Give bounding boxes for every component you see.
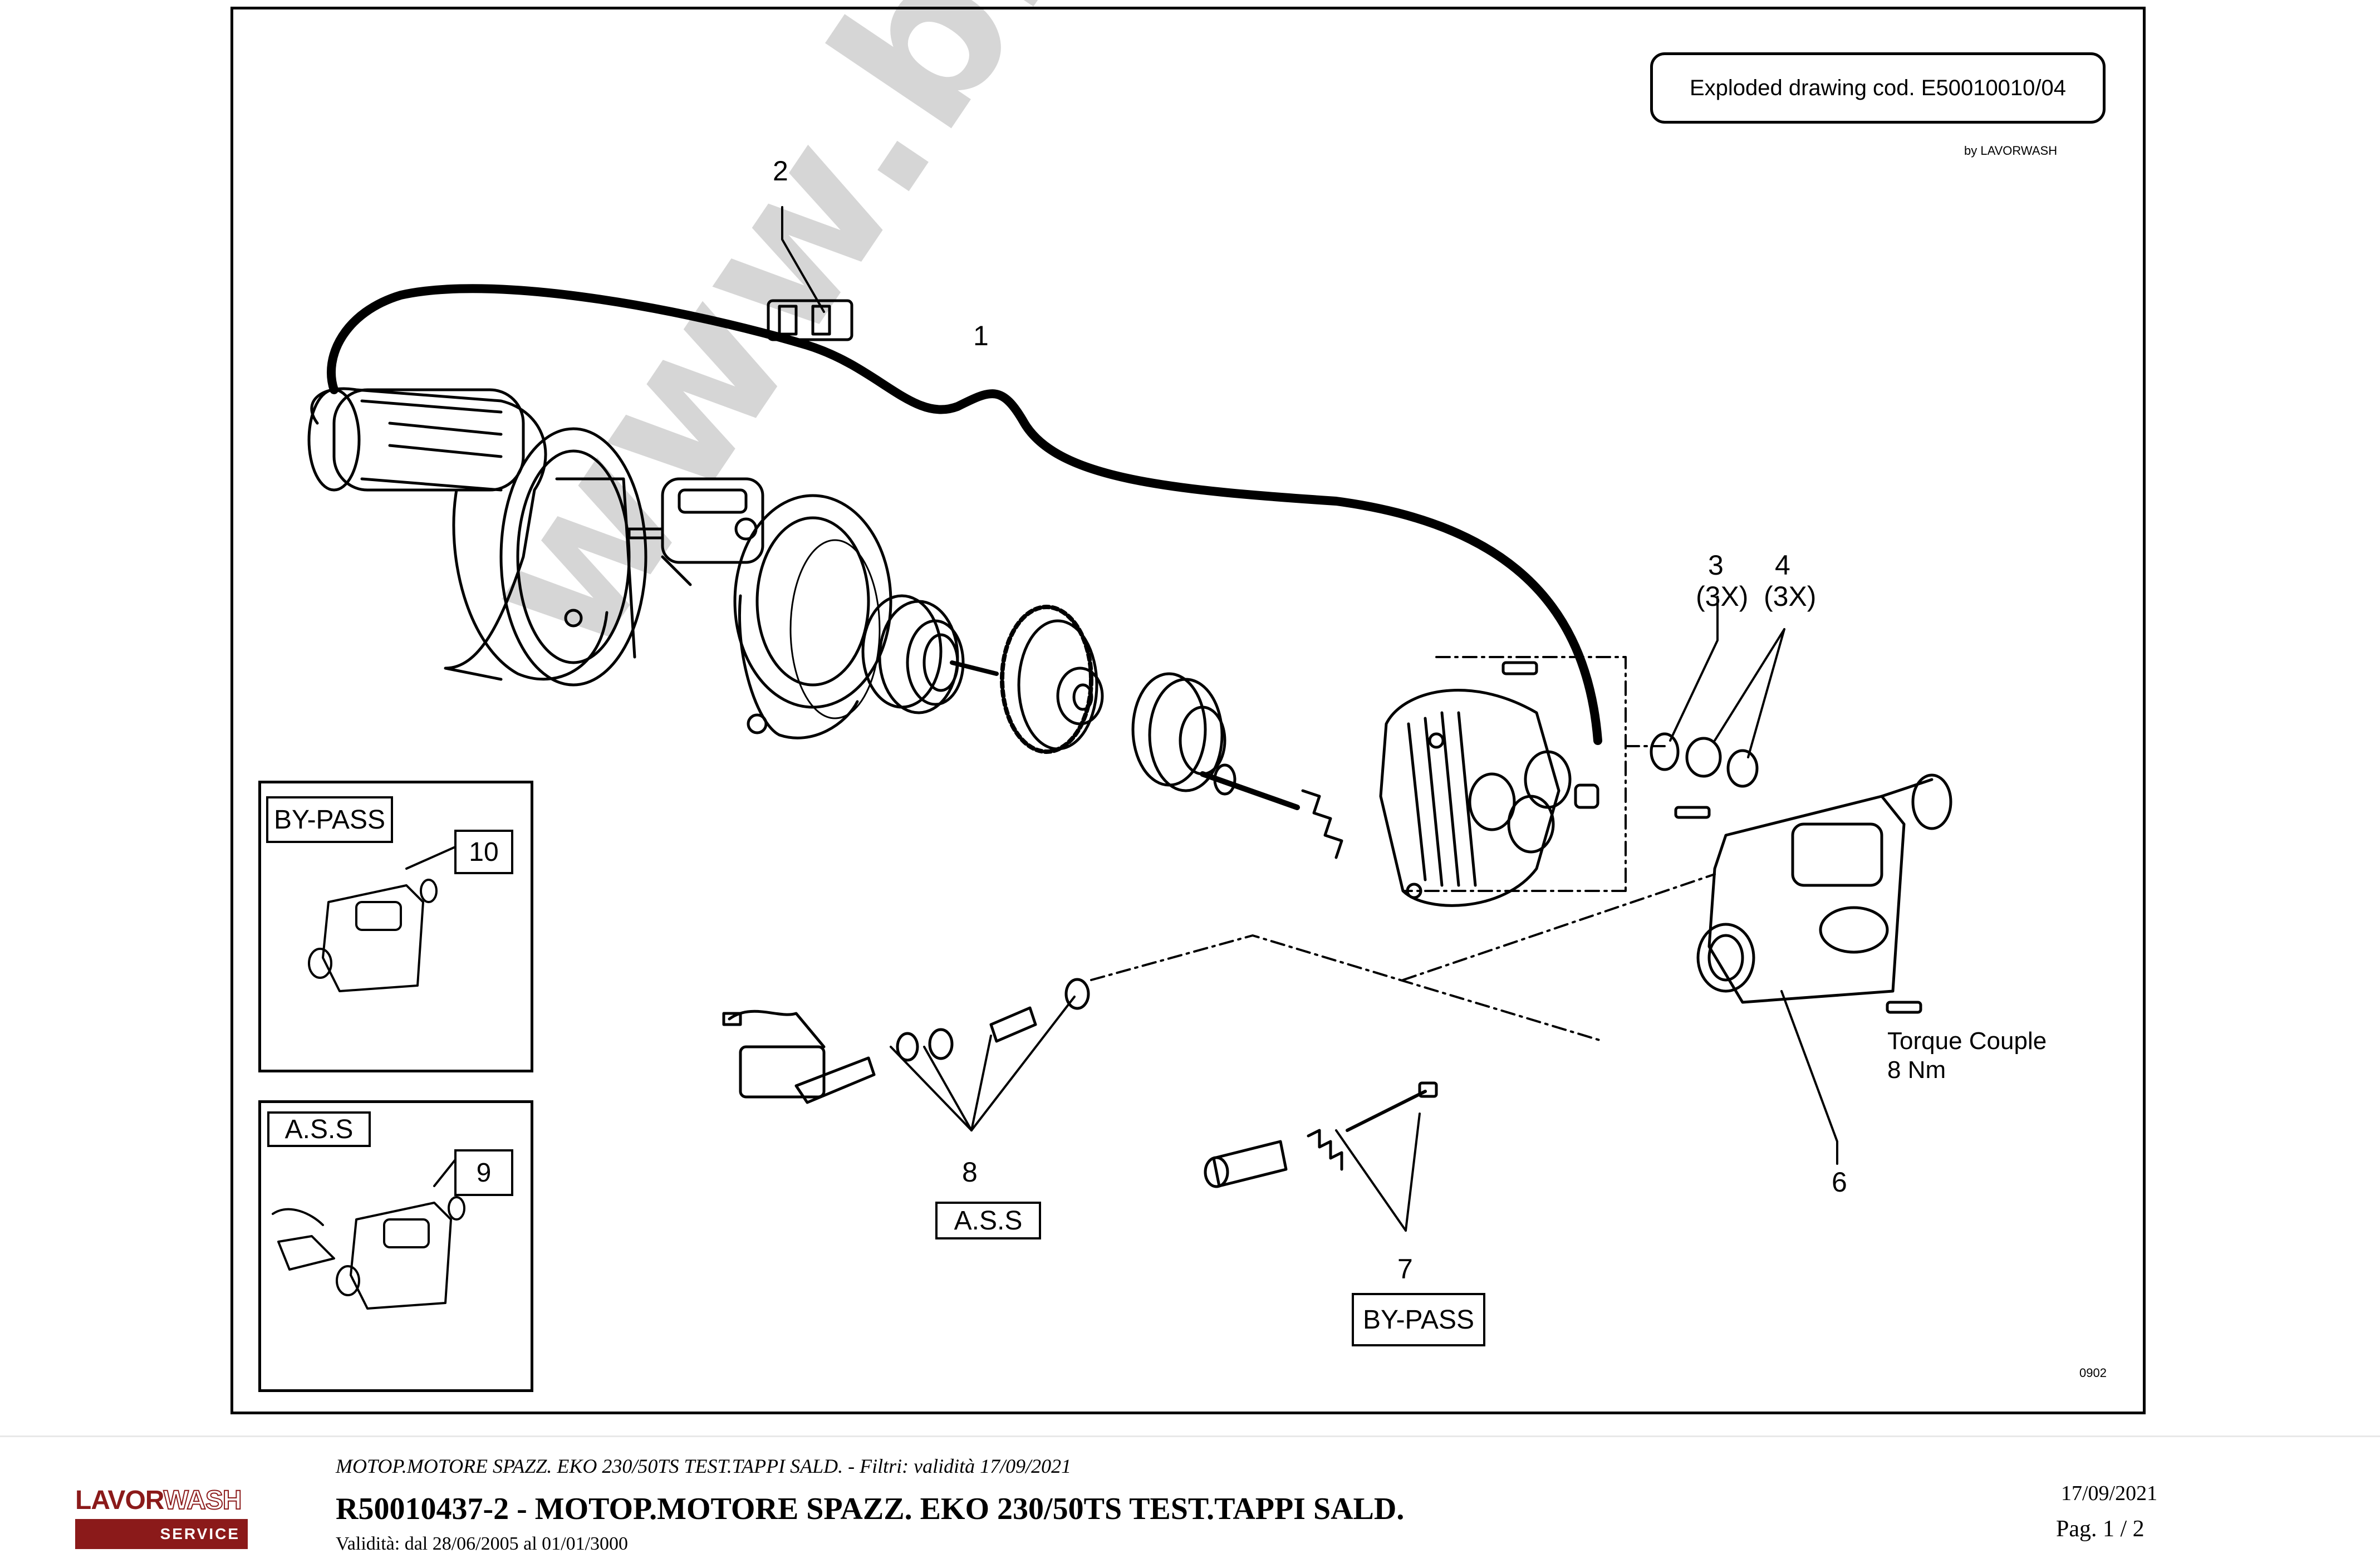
drawing-author: by LAVORWASH — [1964, 144, 2058, 158]
footer-title: R50010437-2 - MOTOP.MOTORE SPAZZ. EKO 23… — [336, 1492, 1405, 1526]
footer-divider — [0, 1435, 2380, 1437]
pump-head — [1379, 661, 1599, 907]
capacitor-block — [661, 477, 764, 586]
leader-8d — [970, 996, 1076, 1131]
ass-group — [722, 978, 1090, 1104]
head-body — [1696, 773, 1952, 1014]
callout-1: 1 — [973, 320, 989, 351]
front-flange — [733, 494, 892, 739]
drawing-code-label: Exploded drawing cod. E50010010/04 — [1689, 75, 2067, 100]
inset-ass-number: 9 — [454, 1149, 513, 1196]
sheet-number: 0902 — [2079, 1366, 2107, 1380]
assembly-lines — [1090, 656, 1716, 1042]
callout-4-qty: (3X) — [1764, 581, 1817, 612]
lavorwash-service-logo: LAVORWASH SERVICE — [75, 1485, 248, 1549]
leader-8c — [970, 1035, 992, 1131]
inset-ass — [258, 1100, 533, 1392]
footer-subtitle: MOTOP.MOTORE SPAZZ. EKO 230/50TS TEST.TA… — [336, 1455, 1072, 1477]
callout-4: 4 — [1775, 550, 1790, 581]
bypass-group — [1204, 1081, 1438, 1188]
washers — [1650, 732, 1759, 819]
callout-8: 8 — [962, 1157, 978, 1188]
footer-validity: Validità: dal 28/06/2005 al 01/01/3000 — [336, 1533, 629, 1554]
inset-ass-drawing — [272, 1157, 465, 1310]
callout-8-tag: A.S.S — [935, 1202, 1041, 1239]
inset-bypass-tag: BY-PASS — [266, 796, 393, 843]
callout-3: 3 — [1708, 550, 1724, 581]
torque-label-1: Torque Couple — [1887, 1027, 2047, 1055]
pressure-switch — [767, 299, 853, 341]
leader-3 — [1669, 596, 1719, 742]
leader-2 — [781, 206, 825, 313]
wobble-plate — [1000, 605, 1104, 754]
leader-7b — [1405, 1113, 1421, 1232]
inset-ass-tag: A.S.S — [267, 1111, 371, 1147]
seal-stack — [861, 594, 999, 714]
inset-bypass — [258, 781, 533, 1072]
callout-7: 7 — [1397, 1253, 1413, 1285]
leader-4a — [1714, 628, 1785, 742]
leader-4b — [1747, 628, 1785, 758]
leader-6 — [1780, 990, 1838, 1165]
inset-bypass-drawing — [308, 845, 458, 992]
leader-8b — [923, 1046, 973, 1131]
motor-body — [307, 387, 664, 687]
callout-3-qty: (3X) — [1696, 581, 1749, 612]
footer-page-number: Pag. 1 / 2 — [2056, 1516, 2145, 1542]
leader-7a — [1335, 1129, 1407, 1232]
callout-6: 6 — [1832, 1167, 1847, 1198]
torque-label-2: 8 Nm — [1887, 1056, 1946, 1084]
power-cable — [327, 284, 1602, 745]
callout-2: 2 — [773, 155, 788, 187]
inset-bypass-number: 10 — [454, 830, 513, 874]
piston-seal-group — [1131, 672, 1343, 859]
logo-service-bar: SERVICE — [75, 1519, 248, 1549]
drawing-code-box: Exploded drawing cod. E50010010/04 — [1650, 52, 2106, 124]
footer-date: 17/09/2021 — [2061, 1482, 2158, 1505]
logo-wordmark: LAVORWASH — [75, 1485, 243, 1516]
callout-7-tag: BY-PASS — [1352, 1293, 1485, 1346]
drawing-frame — [230, 7, 2146, 1414]
